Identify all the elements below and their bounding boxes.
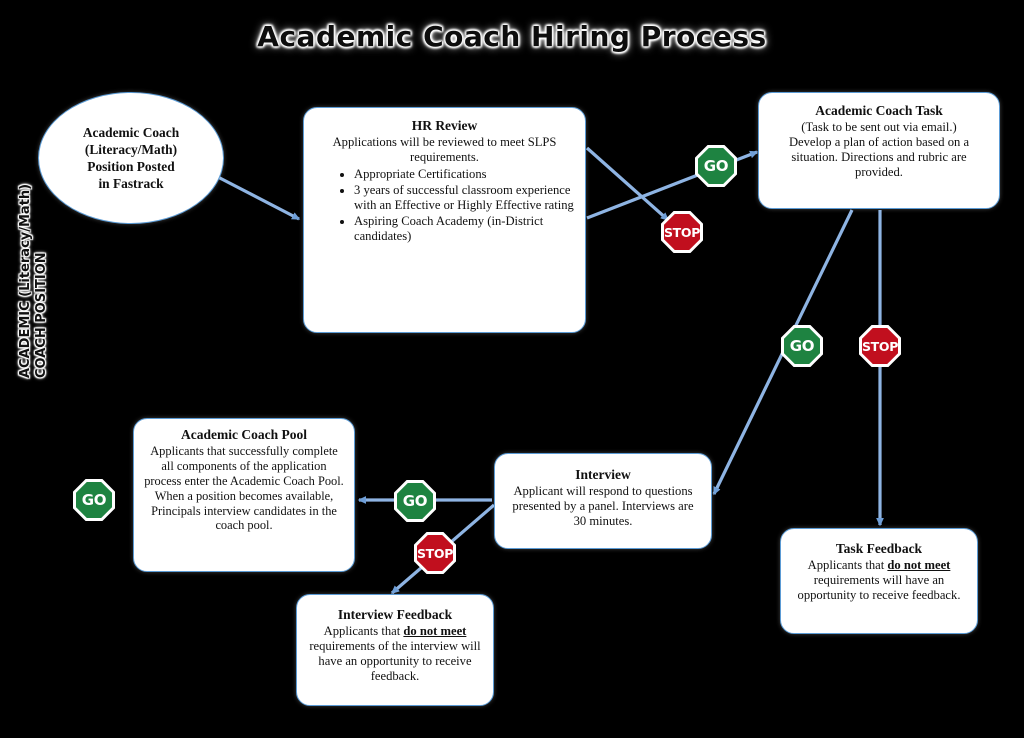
octagon-shape (784, 328, 820, 364)
ifeedback-emphasis: do not meet (403, 624, 467, 638)
node-hr-review-heading: HR Review (411, 118, 478, 133)
node-interview-body: Applicant will respond to questions pres… (512, 484, 694, 528)
node-hr-review-body: Applications will be reviewed to meet SL… (332, 135, 557, 164)
stop-icon-label: STOP (663, 224, 701, 240)
node-interview-feedback-body: Applicants that do not meet requirements… (307, 624, 483, 683)
octagon-shape (862, 328, 898, 364)
node-academic-coach-task-heading: Academic Coach Task (815, 103, 943, 118)
node-academic-coach-pool[interactable]: Academic Coach Pool Applicants that succ… (133, 418, 355, 572)
go-icon-legend[interactable]: GO (73, 479, 115, 521)
node-academic-coach-pool-body: Applicants that successfully complete al… (144, 444, 344, 533)
stop-icon-hr-reject[interactable]: STOP (661, 211, 703, 253)
octagon-shape (698, 148, 734, 184)
edge-posted-to-hr (213, 173, 301, 221)
node-academic-coach-task-subtitle: (Task to be sent out via email.) (801, 120, 957, 134)
list-item: 3 years of successful classroom experien… (354, 183, 575, 213)
go-icon-task-to-interview[interactable]: GO (781, 325, 823, 367)
page-title: Academic Coach Hiring Process (257, 20, 767, 53)
node-academic-coach-pool-heading: Academic Coach Pool (181, 427, 307, 442)
octagon-shape (76, 482, 112, 518)
ifeedback-post: requirements of the interview will have … (309, 638, 481, 683)
posted-line-4: in Fastrack (98, 176, 164, 192)
stop-icon-label: STOP (861, 338, 899, 354)
node-hr-review[interactable]: HR Review Applications will be reviewed … (303, 107, 586, 333)
node-position-posted[interactable]: Academic Coach (Literacy/Math) Position … (38, 92, 224, 224)
tfeedback-emphasis: do not meet (887, 558, 951, 572)
posted-line-1: Academic Coach (82, 124, 180, 140)
list-item: Aspiring Coach Academy (in-District cand… (354, 214, 575, 244)
node-task-feedback-heading: Task Feedback (835, 541, 923, 556)
list-item: Appropriate Certifications (354, 167, 575, 182)
tfeedback-pre: Applicants that (807, 558, 888, 572)
node-position-posted-text: Academic Coach (Literacy/Math) Position … (83, 124, 179, 193)
node-academic-coach-task-body: Develop a plan of action based on a situ… (788, 134, 970, 179)
go-icon-interview-to-pool[interactable]: GO (394, 480, 436, 522)
node-task-feedback-body: Applicants that do not meet requirements… (791, 558, 967, 603)
node-interview-heading: Interview (575, 467, 631, 482)
posted-line-3: Position Posted (87, 159, 175, 174)
stop-icon-task-reject[interactable]: STOP (859, 325, 901, 367)
octagon-shape (417, 535, 453, 571)
posted-line-2: (Literacy/Math) (84, 141, 178, 157)
go-icon-label: GO (703, 157, 729, 175)
go-icon-hr-to-task[interactable]: GO (695, 145, 737, 187)
octagon-shape (397, 483, 433, 519)
go-icon-label: GO (81, 491, 107, 509)
edge-hr-to-stop (585, 146, 670, 222)
node-academic-coach-task[interactable]: Academic Coach Task (Task to be sent out… (758, 92, 1000, 209)
node-interview[interactable]: Interview Applicant will respond to ques… (494, 453, 712, 549)
node-task-feedback[interactable]: Task Feedback Applicants that do not mee… (780, 528, 978, 634)
stop-icon-interview-reject[interactable]: STOP (414, 532, 456, 574)
tfeedback-post: requirements will have an opportunity to… (797, 572, 961, 602)
octagon-shape (664, 214, 700, 250)
stop-icon-label: STOP (416, 545, 454, 561)
go-icon-label: GO (789, 337, 815, 355)
node-interview-feedback[interactable]: Interview Feedback Applicants that do no… (296, 594, 494, 706)
node-hr-review-bullets: Appropriate Certifications 3 years of su… (314, 167, 575, 245)
go-icon-label: GO (402, 492, 428, 510)
node-interview-feedback-heading: Interview Feedback (337, 607, 453, 622)
ifeedback-pre: Applicants that (323, 624, 404, 638)
